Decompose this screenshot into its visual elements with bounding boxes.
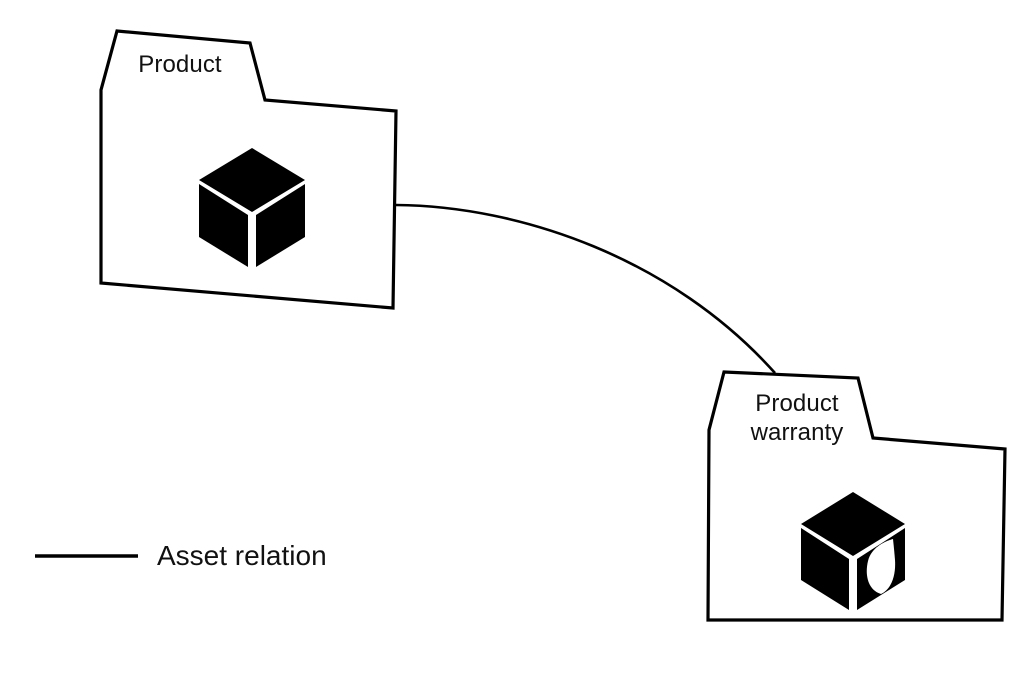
edge-asset-relation[interactable] (395, 203, 776, 374)
node-label-product-warranty: Product warranty (750, 390, 844, 447)
legend-swatch-asset-relation (35, 554, 138, 558)
legend-label-asset-relation: Asset relation (157, 540, 327, 571)
cube-icon (199, 148, 305, 267)
cube-shield-icon (801, 492, 905, 610)
legend: Asset relation (30, 531, 430, 581)
node-label-product: Product (138, 51, 222, 78)
